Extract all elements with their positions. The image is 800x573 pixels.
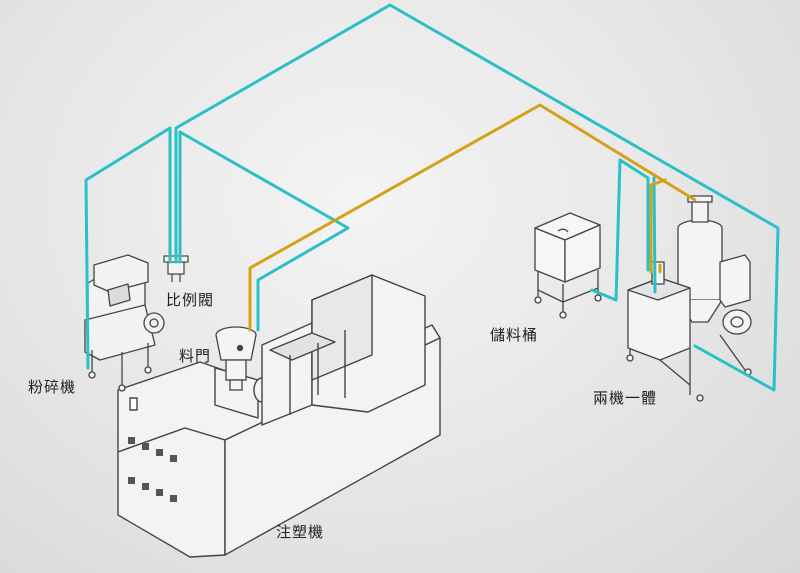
hopper-door-unit (215, 326, 257, 391)
material-line (248, 103, 697, 332)
conveying-line (84, 3, 780, 392)
label-storage-bin: 儲料桶 (490, 326, 539, 344)
label-crusher: 粉碎機 (28, 378, 77, 396)
storage-bin (534, 212, 602, 319)
injection-molding-machine (117, 274, 441, 558)
label-dryer-loader: 兩機一體 (593, 389, 658, 407)
label-proportional-valve: 比例閥 (166, 291, 215, 309)
label-hopper-door: 料門 (179, 347, 212, 365)
label-injection-molding-machine: 注塑機 (276, 523, 325, 541)
dryer-loader-unit (626, 195, 752, 402)
crusher (84, 254, 165, 392)
